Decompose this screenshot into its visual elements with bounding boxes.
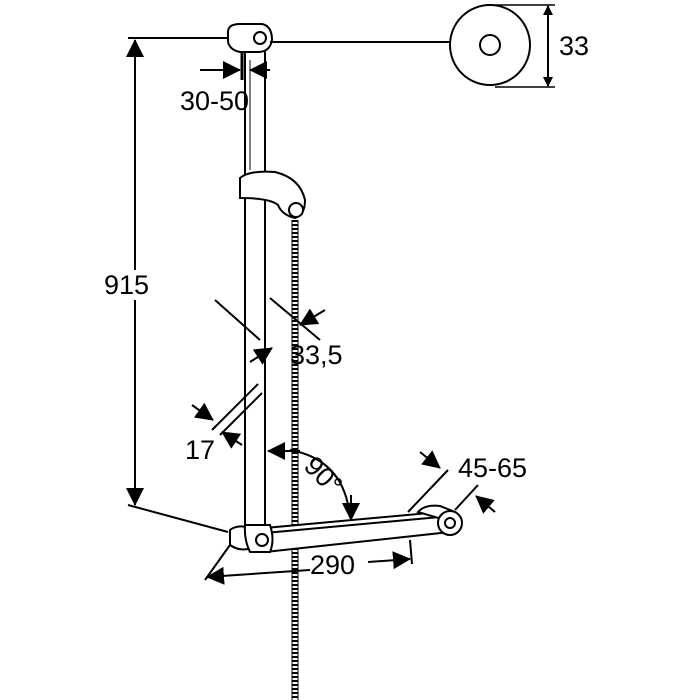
label-wall-distance: 30-50 — [180, 86, 250, 116]
top-bracket — [227, 23, 274, 80]
support-bar — [229, 504, 463, 554]
bar-width-dimension — [407, 450, 496, 514]
slider-holder — [239, 170, 307, 220]
label-rail-height: 915 — [104, 270, 150, 300]
rail-depth-dimension — [191, 383, 263, 449]
height-dimension — [126, 37, 229, 533]
angle-arc — [267, 442, 360, 521]
label-bar-width: 45-65 — [458, 453, 528, 483]
rail-width-dimension — [214, 297, 326, 365]
wall-disc — [270, 4, 555, 88]
bar-length-dimension — [204, 539, 413, 585]
label-rail-depth: 17 — [185, 435, 216, 465]
label-rail-width: 33,5 — [290, 340, 343, 370]
hose — [291, 220, 299, 700]
label-bar-length: 290 — [310, 550, 356, 580]
label-wall-disc-diameter: 33 — [559, 31, 590, 61]
rail — [244, 48, 266, 528]
